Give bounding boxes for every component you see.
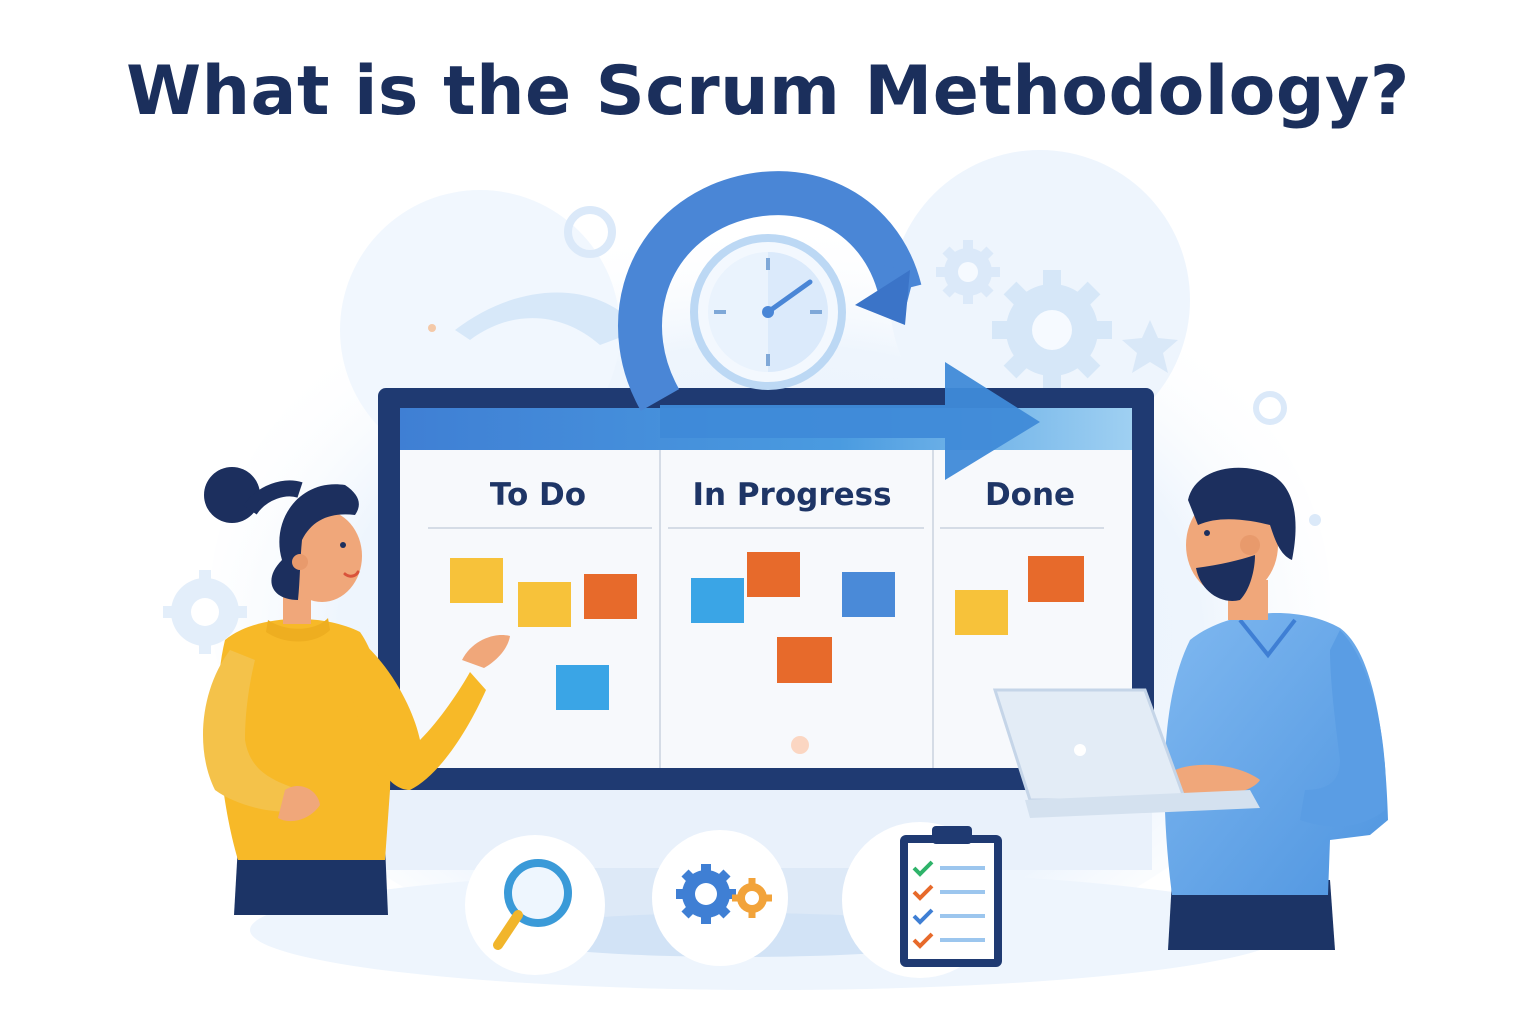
gears-icon [652, 830, 788, 966]
woman-figure [203, 467, 510, 915]
gear-icon [992, 270, 1112, 390]
column-header-todo: To Do [490, 477, 586, 513]
sticky-note [1028, 556, 1084, 602]
sticky-note [842, 572, 895, 617]
man-figure [1164, 467, 1388, 950]
gear-icon [936, 240, 1000, 304]
search-icon [465, 835, 605, 975]
page-title: What is the Scrum Methodology? [126, 52, 1410, 131]
sticky-note [556, 665, 609, 710]
sticky-note [955, 590, 1008, 635]
sticky-note [450, 558, 503, 603]
timer-icon [690, 234, 846, 390]
sticky-note [777, 637, 832, 683]
column-header-done: Done [985, 477, 1075, 513]
sticky-notes [450, 552, 1084, 754]
sticky-note [518, 582, 571, 627]
sticky-note [691, 578, 744, 623]
laptop-icon [992, 688, 1260, 818]
sprint-arrow-icon [660, 362, 1040, 480]
sticky-note [747, 552, 800, 597]
checklist-icon [842, 822, 1002, 978]
gear-icon [163, 570, 247, 654]
column-header-in-progress: In Progress [692, 477, 891, 513]
cycle-arrow-icon [618, 171, 922, 411]
sticky-note [584, 574, 637, 619]
